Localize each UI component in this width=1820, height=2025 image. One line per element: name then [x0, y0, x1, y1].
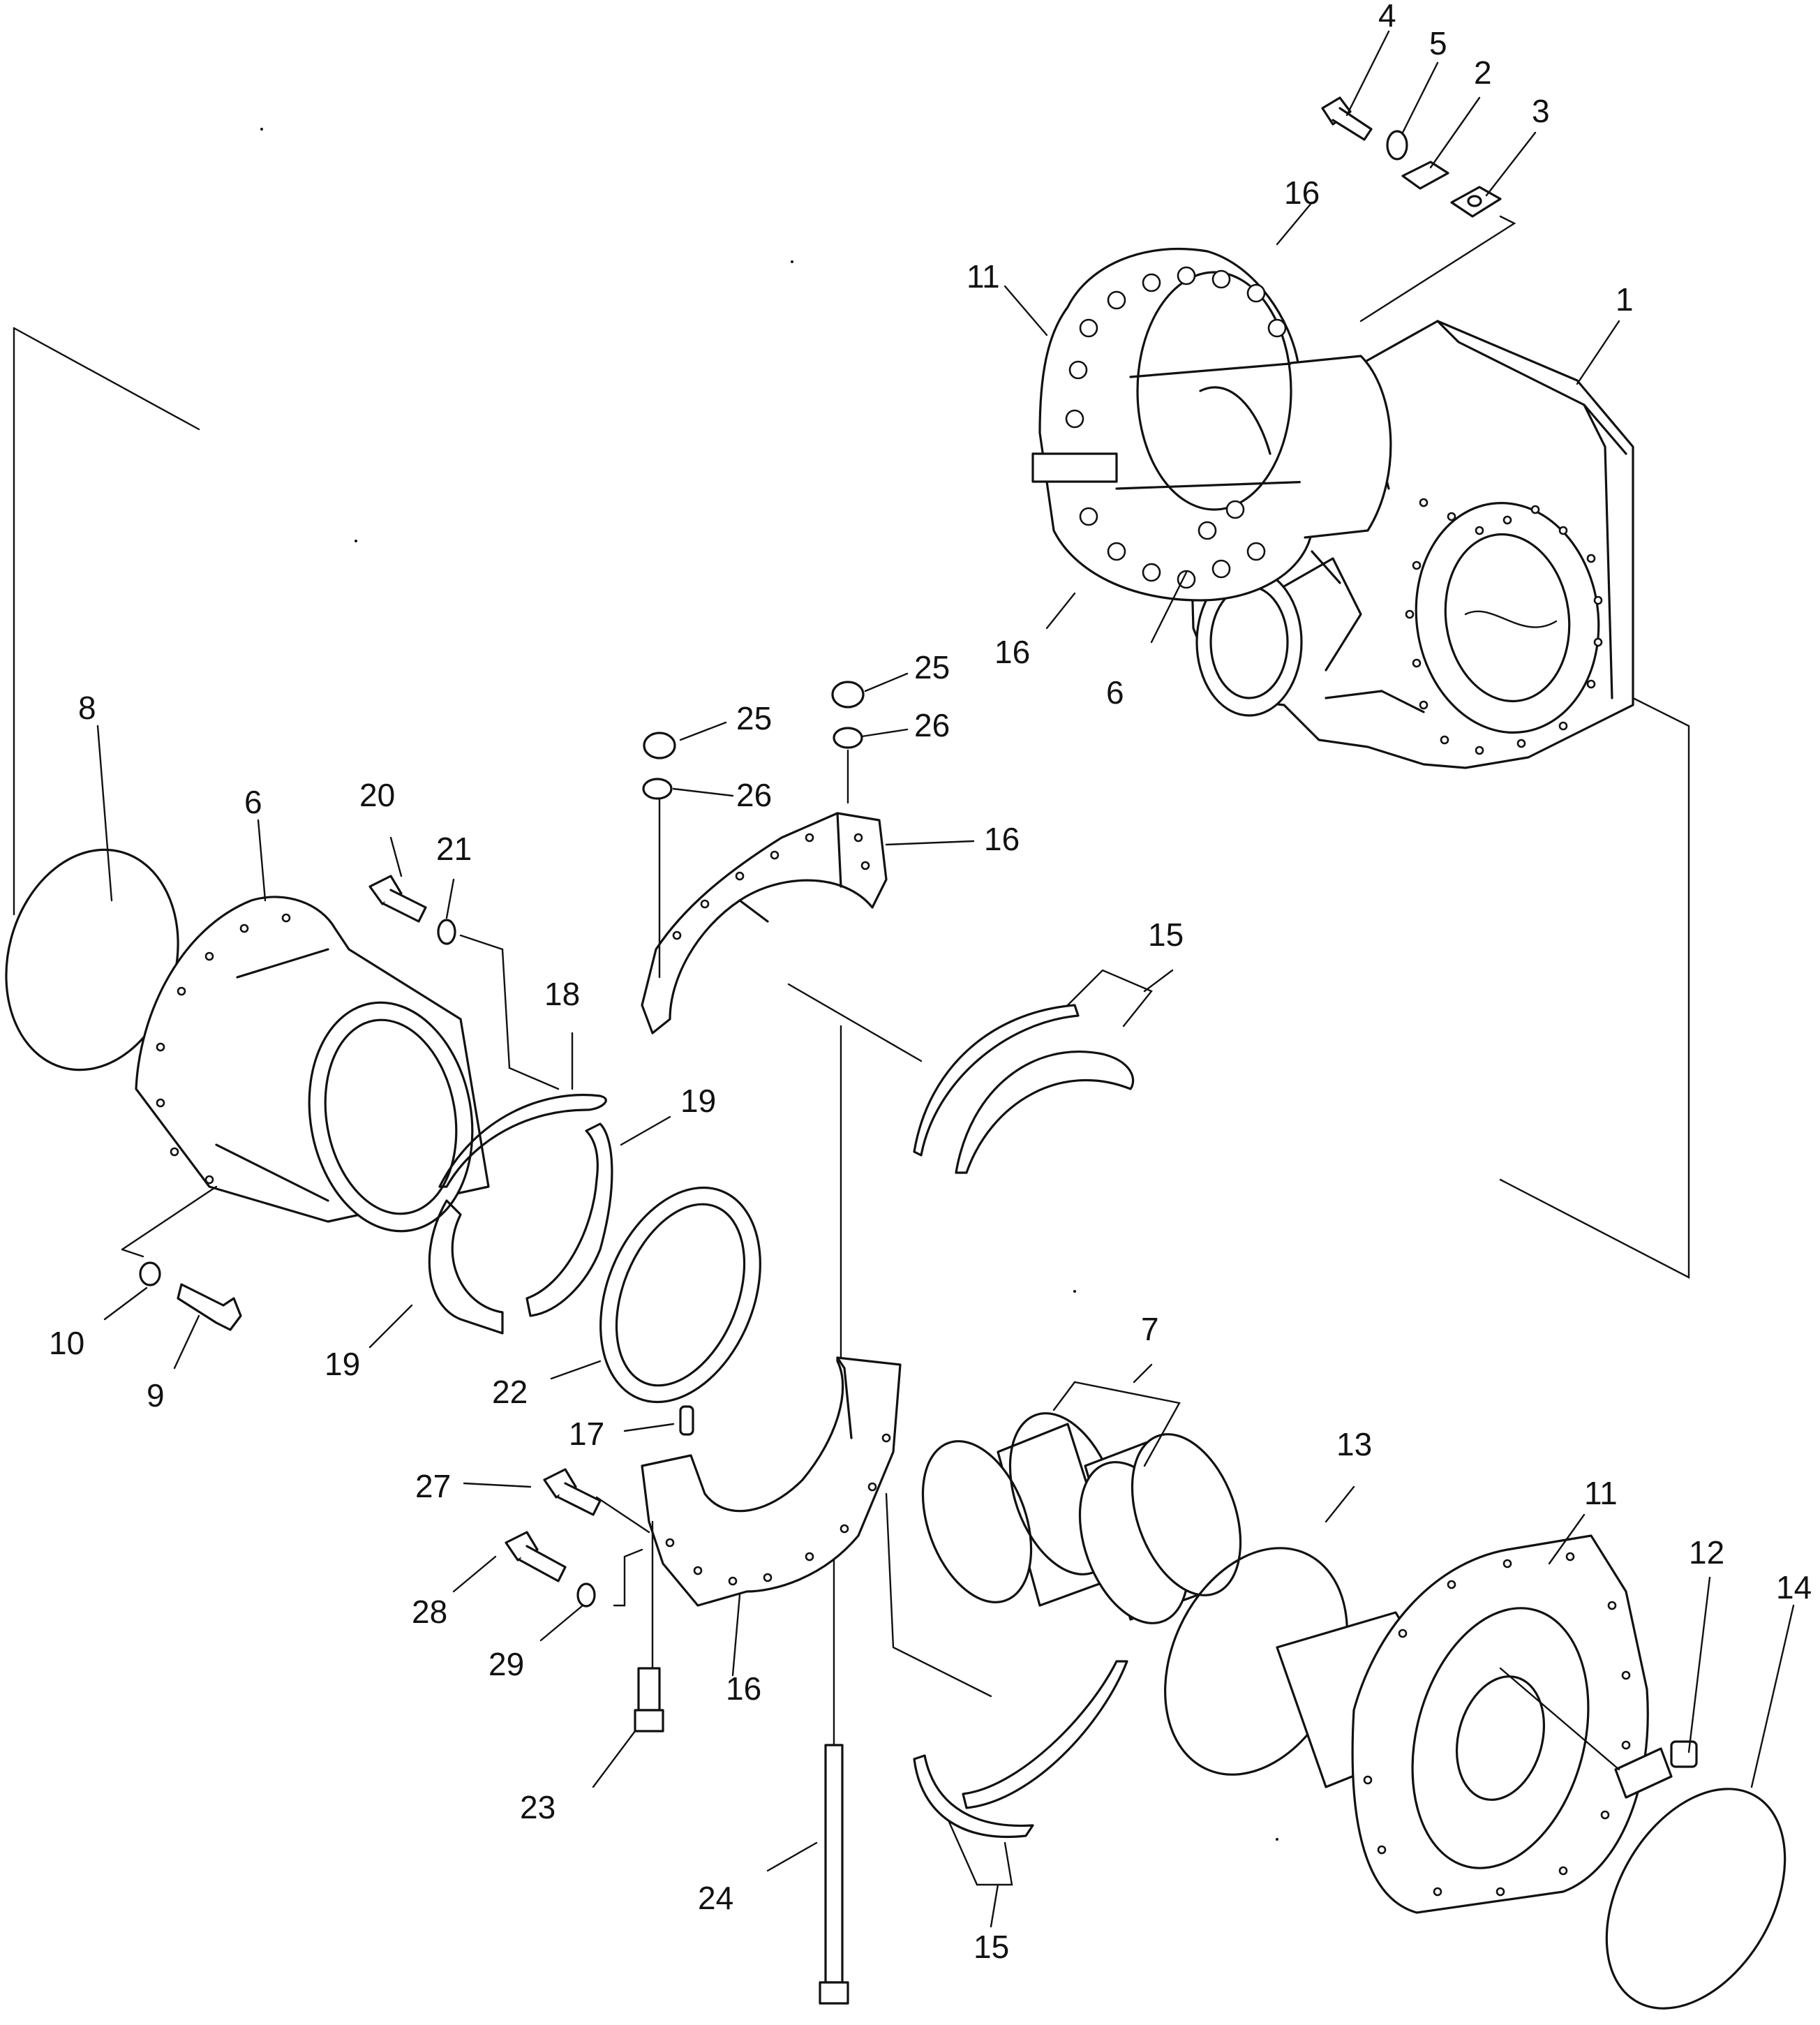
callout-16: 16 [984, 821, 1020, 857]
stray-dots [260, 128, 1278, 1841]
callout-23: 23 [520, 1789, 555, 1825]
callout-22: 22 [492, 1374, 528, 1410]
callout-16: 16 [1284, 175, 1320, 211]
callout-17: 17 [569, 1416, 604, 1452]
callout-1: 1 [1616, 281, 1634, 318]
callout-6: 6 [244, 784, 262, 820]
part-18-ring [438, 1093, 607, 1188]
callout-25: 25 [914, 649, 950, 685]
callout-16: 16 [994, 634, 1030, 670]
part-16-lower-segment [641, 1356, 902, 1607]
part-29-washer [576, 1582, 596, 1608]
callout-3: 3 [1532, 93, 1550, 129]
part-4-bolt [1321, 96, 1373, 141]
part-26-washers [642, 727, 863, 800]
part-15-upper-shells [913, 1004, 1135, 1174]
part-11-upper-flange [1031, 248, 1392, 602]
part-10-washer [139, 1261, 161, 1286]
callout-28: 28 [412, 1594, 447, 1630]
part-16-upper-segment [641, 812, 888, 1034]
part-25-nuts [643, 681, 865, 759]
part-20-bolt [368, 875, 427, 923]
callout-9: 9 [147, 1377, 165, 1414]
callout-21: 21 [436, 831, 472, 867]
callout-19: 19 [680, 1083, 716, 1119]
part-27-bolt [543, 1468, 602, 1516]
part-28-bolt [505, 1531, 567, 1582]
callout-24: 24 [698, 1880, 733, 1916]
part-21-washer [437, 919, 456, 945]
callout-19: 19 [325, 1346, 360, 1382]
callout-8: 8 [78, 690, 96, 726]
part-15-lower-shells [913, 1660, 1128, 1839]
callout-6: 6 [1106, 674, 1124, 711]
callout-5: 5 [1429, 25, 1447, 61]
callout-26: 26 [736, 777, 772, 813]
part-22-friction-disc [599, 1186, 761, 1404]
part-6-sleeve [135, 896, 490, 1233]
leader-lines [13, 30, 1795, 1928]
part-14-o-ring [1605, 1788, 1787, 2010]
part-9-bolt [177, 1283, 242, 1331]
callout-4: 4 [1378, 0, 1396, 34]
callout-25: 25 [736, 700, 772, 736]
part-17-pin [679, 1405, 694, 1436]
callout-10: 10 [49, 1325, 84, 1361]
part-23-bolt [634, 1667, 664, 1733]
callout-11: 11 [1584, 1475, 1618, 1511]
callout-29: 29 [488, 1646, 524, 1682]
part-12-plug [1614, 1740, 1698, 1799]
part-2-plate [1401, 161, 1449, 190]
callout-11: 11 [967, 258, 1000, 295]
callout-26: 26 [914, 707, 950, 743]
bolt-ring [1065, 266, 1287, 589]
part-3-gasket [1450, 186, 1502, 218]
part-11-lower-flange [1276, 1534, 1649, 1914]
callout-27: 27 [415, 1468, 451, 1504]
callout-15: 15 [1148, 917, 1184, 953]
part-19-ring-lower [428, 1199, 504, 1335]
callout-18: 18 [544, 976, 580, 1012]
part-7-bushings [921, 1412, 1242, 1624]
callout-12: 12 [1689, 1534, 1724, 1571]
part-24-long-bolt [819, 1744, 849, 2005]
callout-2: 2 [1474, 54, 1492, 91]
callout-13: 13 [1336, 1426, 1372, 1462]
callout-15: 15 [974, 1929, 1009, 1965]
part-19-ring-upper [525, 1122, 613, 1317]
part-5-washer [1386, 130, 1408, 161]
callout-14: 14 [1776, 1569, 1812, 1605]
callout-16: 16 [726, 1670, 761, 1707]
callout-7: 7 [1141, 1311, 1159, 1347]
callout-20: 20 [359, 777, 395, 813]
callout-labels: 4 5 2 3 16 11 1 16 6 25 26 25 26 16 8 6 … [49, 0, 1812, 1965]
